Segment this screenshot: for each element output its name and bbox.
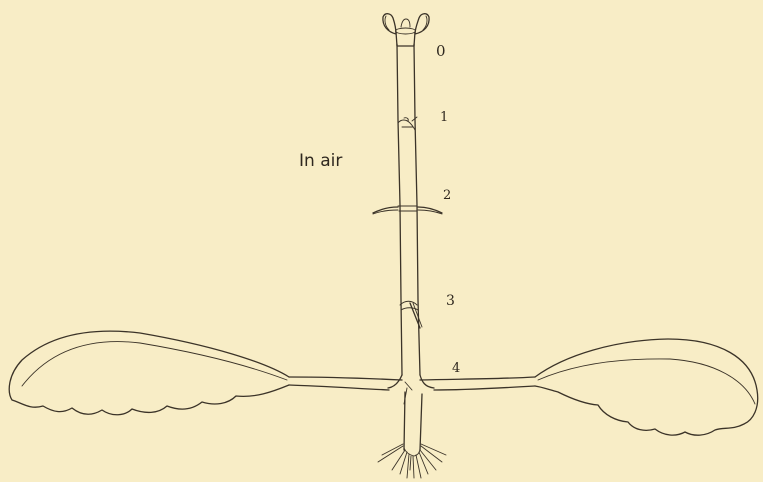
node-label-3: 3 — [446, 294, 455, 308]
node-label-2: 2 — [443, 189, 451, 202]
right-cotyledon — [420, 339, 758, 435]
node-label-1: 1 — [440, 111, 448, 124]
node-1-scar — [398, 117, 417, 130]
node-label-4: 4 — [452, 362, 460, 375]
left-cotyledon — [9, 331, 402, 415]
caption-in-air: In air — [299, 153, 342, 170]
apical-bud — [383, 14, 429, 46]
node-label-0: 0 — [436, 44, 446, 59]
stem — [397, 44, 420, 375]
node-2-scale-leaves — [373, 206, 442, 214]
root — [378, 392, 446, 478]
